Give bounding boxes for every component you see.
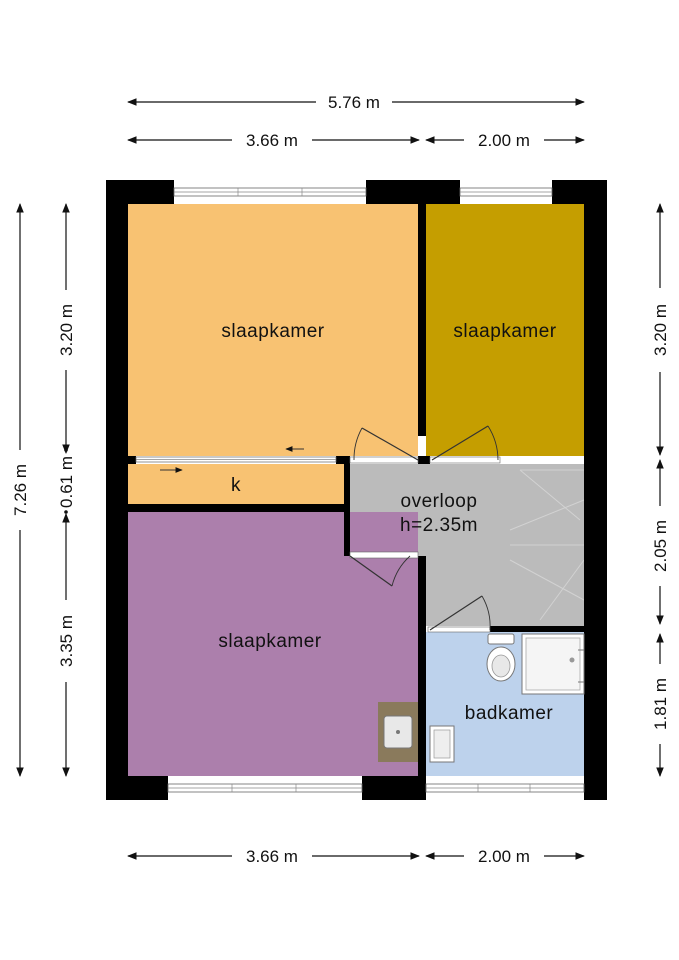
bedroom-bottom-left-label: slaapkamer bbox=[218, 631, 321, 652]
walls bbox=[106, 180, 607, 800]
dimension-left-middle: 0.61 m bbox=[57, 448, 76, 514]
sink-bedroom bbox=[378, 702, 418, 762]
bathroom-label: badkamer bbox=[465, 703, 554, 724]
dimension-bottom-right-label: 2.00 m bbox=[478, 847, 530, 866]
dimension-left-lower-label: 3.35 m bbox=[57, 615, 76, 667]
dimension-top-left: 3.66 m bbox=[127, 131, 420, 150]
door-bathroom bbox=[427, 595, 491, 633]
bedroom-top-left-label: slaapkamer bbox=[221, 321, 324, 342]
shower bbox=[521, 633, 585, 695]
stair-lines bbox=[509, 469, 585, 621]
dimension-right-upper-label: 3.20 m bbox=[651, 304, 670, 356]
bathroom-sink bbox=[429, 725, 455, 763]
door-bedroom-top-left bbox=[349, 427, 419, 464]
landing-label: overloop bbox=[401, 491, 478, 512]
bedroom-top-right-label: slaapkamer bbox=[453, 321, 556, 342]
landing-height-label: h=2.35m bbox=[400, 515, 478, 536]
dimension-top-right-label: 2.00 m bbox=[478, 131, 530, 150]
dimension-left-total: 7.26 m bbox=[11, 203, 30, 777]
dimension-right-lower-label: 1.81 m bbox=[651, 678, 670, 730]
dimension-top-right: 2.00 m bbox=[425, 131, 585, 150]
bedroom-top-left bbox=[128, 204, 418, 456]
dimension-left-total-label: 7.26 m bbox=[11, 464, 30, 516]
windows bbox=[167, 187, 585, 793]
dimension-bottom-right: 2.00 m bbox=[425, 847, 585, 866]
dimension-left-upper-label: 3.20 m bbox=[57, 304, 76, 356]
closet-sliding-doors bbox=[135, 446, 337, 473]
dimension-bottom-left-label: 3.66 m bbox=[246, 847, 298, 866]
bedroom-top-right bbox=[426, 204, 584, 456]
dimension-right-lower: 1.81 m bbox=[651, 633, 670, 777]
dimension-top-total: 5.76 m bbox=[127, 93, 585, 112]
landing-corridor bbox=[426, 556, 584, 626]
closet bbox=[128, 464, 344, 504]
dimension-right-middle: 2.05 m bbox=[651, 459, 670, 625]
door-bedroom-bottom-left bbox=[349, 551, 419, 587]
dimension-top-total-label: 5.76 m bbox=[328, 93, 380, 112]
dimension-right-middle-label: 2.05 m bbox=[651, 520, 670, 572]
dimension-right-upper: 3.20 m bbox=[651, 203, 670, 456]
closet-label: k bbox=[231, 475, 241, 496]
dimension-left-lower: 3.35 m bbox=[57, 513, 76, 777]
door-bedroom-top-right bbox=[429, 425, 501, 464]
dimension-left-middle-label: 0.61 m bbox=[57, 456, 76, 508]
dimension-top-left-label: 3.66 m bbox=[246, 131, 298, 150]
toilet bbox=[486, 633, 516, 682]
dimension-left-upper: 3.20 m bbox=[57, 203, 76, 454]
dimension-bottom-left: 3.66 m bbox=[127, 847, 420, 866]
